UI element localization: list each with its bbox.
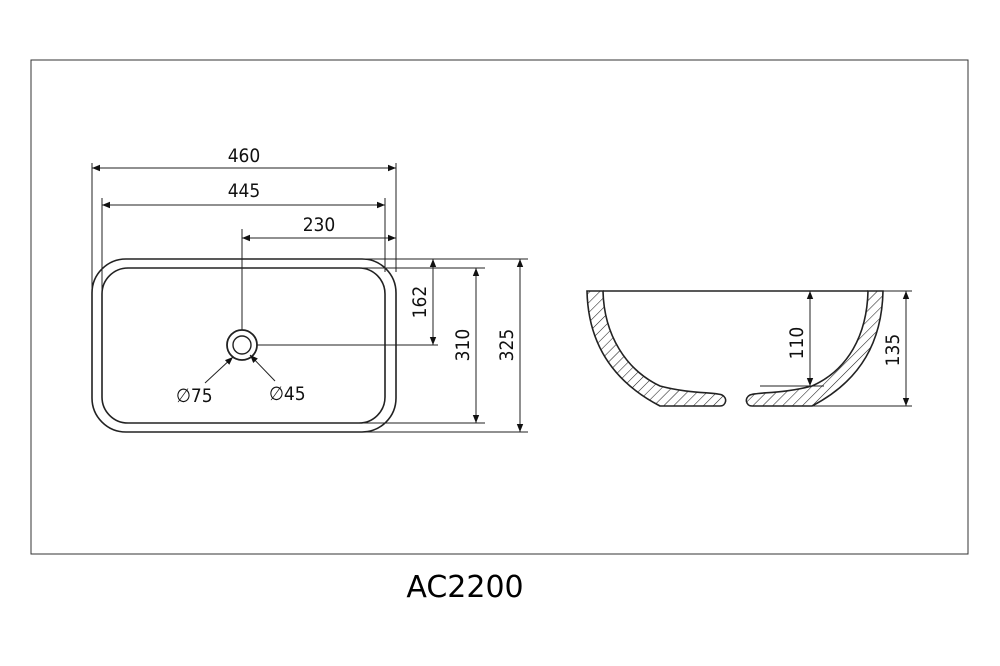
drawing-frame: [30, 59, 969, 555]
dim-inner-depth: 310: [452, 329, 474, 362]
drain-inner-circle: [232, 335, 252, 355]
section-left-wall: [586, 290, 727, 407]
dim-inner-height: 110: [786, 327, 808, 360]
side-view: 110 135: [586, 290, 912, 407]
dim-overall-depth: 325: [496, 329, 518, 362]
dim-drain-offset-y: 162: [409, 286, 431, 319]
model-label: AC2200: [406, 570, 523, 605]
drain-outer-circle: [226, 329, 258, 361]
dim-drain-offset-x: 230: [303, 214, 336, 236]
dim-drain-inner-dia: ∅45: [269, 383, 306, 405]
dim-inner-width: 445: [228, 180, 261, 202]
dim-overall-height: 135: [882, 334, 904, 367]
leader-drain-inner: [249, 354, 276, 382]
dim-overall-width: 460: [228, 145, 261, 167]
leader-drain-outer: [204, 356, 234, 384]
section-right-wall: [745, 290, 884, 407]
dim-drain-outer-dia: ∅75: [176, 385, 213, 407]
top-view: 460 445 230 162 310 325 ∅75 ∅45: [91, 145, 528, 433]
